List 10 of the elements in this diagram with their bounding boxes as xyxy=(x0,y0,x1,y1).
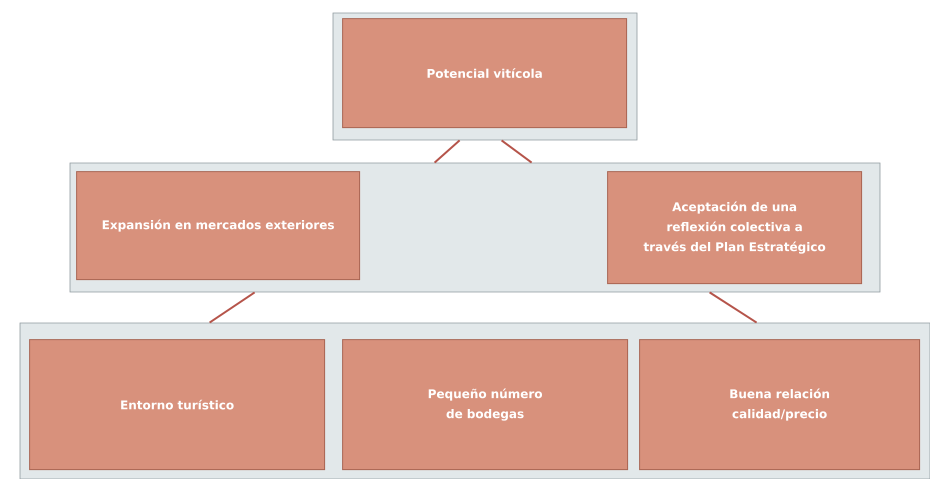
connector-line xyxy=(434,140,460,164)
connector-line xyxy=(709,292,758,324)
connector-line xyxy=(501,140,532,164)
text-box: Entorno turístico xyxy=(29,339,326,470)
text-box: Buena relación calidad/precio xyxy=(639,339,920,470)
text-box: Expansión en mercados exteriores xyxy=(76,171,360,280)
text-box: Aceptación de una reflexión colectiva a través del Plan Estratégico xyxy=(607,171,862,284)
text-box: Pequeño número de bodegas xyxy=(342,339,628,470)
text-box: Potencial vitícola xyxy=(342,18,628,128)
connector-line xyxy=(209,292,256,324)
